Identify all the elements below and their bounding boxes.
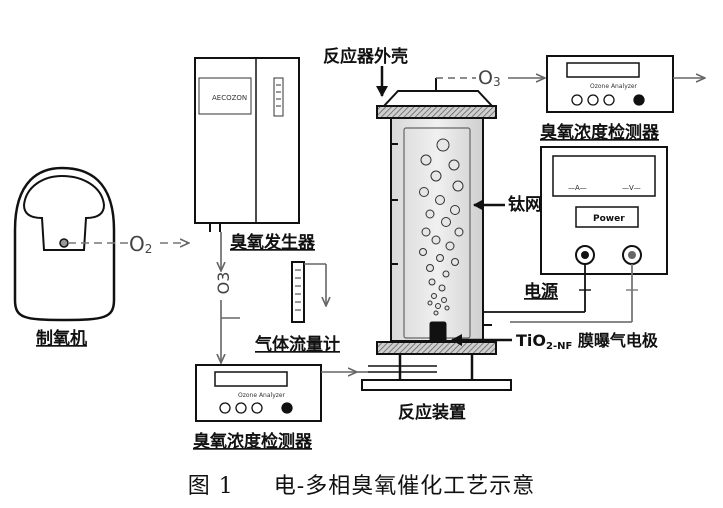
ozone-generator: AECOZON — [194, 57, 300, 232]
figure-number: 图 1 — [187, 474, 234, 499]
power-button-label: Power — [593, 214, 625, 224]
o2-label: O2 — [129, 232, 152, 256]
power-wires — [484, 264, 638, 323]
gas-bubbles — [419, 138, 464, 316]
power-supply-label: 电源 — [524, 281, 558, 302]
voltmeter-label: —V— — [622, 184, 641, 192]
ozone-detector-top-label: 臭氧浓度检测器 — [540, 122, 660, 143]
power-supply: —A— —V— Power — [540, 146, 668, 275]
reactor-base — [361, 379, 512, 391]
o3-top-label: O3 — [478, 67, 501, 89]
analyzer-brand-bottom: Ozone Analyzer — [238, 392, 286, 399]
reactor-top-flange — [376, 105, 497, 119]
titanium-mesh-label: 钛网 — [508, 194, 542, 215]
ozone-detector-bottom: Ozone Analyzer — [195, 364, 322, 422]
reactor-shell-label: 反应器外壳 — [323, 46, 408, 67]
figure-caption: 图 1 电-多相臭氧催化工艺示意 — [0, 468, 723, 500]
o3-gas-line: O3 — [214, 232, 240, 362]
oxygen-outlet — [59, 238, 69, 248]
power-button[interactable] — [575, 206, 639, 228]
gas-flowmeter-label: 气体流量计 — [254, 334, 340, 355]
o3-vertical-label: O3 — [214, 272, 233, 295]
gas-flowmeter — [291, 261, 326, 323]
reactor: O3 — [361, 67, 544, 391]
ozone-detector-bottom-label: 臭氧浓度检测器 — [193, 431, 313, 452]
o2-gas-line: O2 — [68, 232, 188, 256]
figure-title: 电-多相臭氧催化工艺示意 — [273, 474, 536, 499]
oxygen-machine-label: 制氧机 — [36, 328, 87, 349]
generator-brand: AECOZON — [212, 94, 247, 102]
reactor-bottom-flange — [376, 341, 497, 355]
electrode-label: TiO2-NF 膜曝气电极 — [516, 331, 659, 352]
ammeter-label: —A— — [568, 184, 587, 192]
analyzer-brand-top: Ozone Analyzer — [590, 83, 638, 90]
ozone-generator-label: 臭氧发生器 — [230, 232, 316, 253]
reaction-device-label: 反应装置 — [398, 402, 466, 423]
oxygen-concentrator — [13, 166, 116, 322]
ozone-detector-top: Ozone Analyzer — [546, 55, 704, 113]
